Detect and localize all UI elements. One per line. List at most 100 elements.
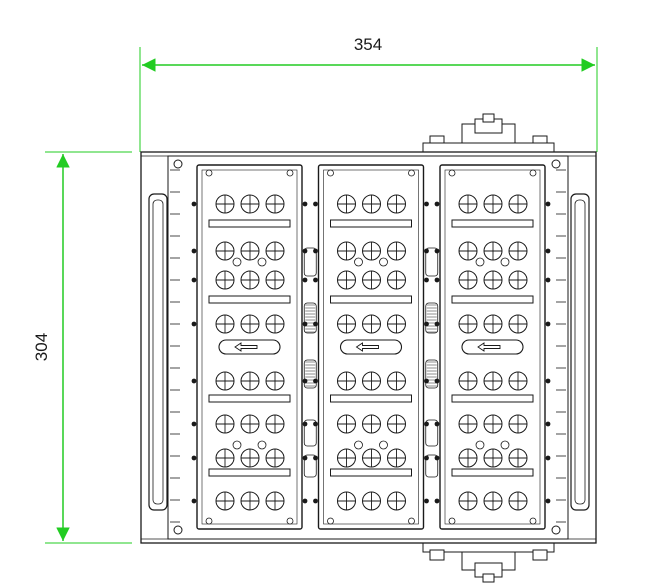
- side-dot: [302, 321, 308, 327]
- side-dot: [313, 277, 318, 283]
- vent-hole: [500, 440, 510, 450]
- height-dimension: 304: [32, 151, 132, 544]
- vent-hole: [257, 440, 267, 450]
- module-screw-icon: [205, 517, 213, 525]
- side-dot: [545, 455, 551, 461]
- side-dot: [545, 321, 551, 327]
- side-dot: [424, 277, 429, 283]
- module-screw-icon: [448, 517, 456, 525]
- side-dot: [191, 277, 197, 283]
- side-dot: [424, 421, 429, 427]
- side-dot: [434, 455, 440, 461]
- side-dot: [191, 421, 197, 427]
- height-label: 304: [32, 333, 51, 361]
- left-handle: [148, 193, 168, 511]
- side-dot: [434, 201, 440, 207]
- module-screw-icon: [327, 517, 334, 525]
- vent-hole: [354, 257, 363, 267]
- side-dot: [302, 421, 308, 427]
- led-modules: [191, 164, 551, 530]
- module-screw-icon: [529, 169, 537, 177]
- width-dimension: 354: [139, 35, 598, 152]
- side-dot: [313, 498, 318, 504]
- module-inner-frame: [444, 169, 541, 525]
- module-screw-icon: [448, 169, 456, 177]
- vent-hole: [257, 257, 267, 267]
- width-label: 354: [354, 35, 382, 54]
- lens-separator-bar: [330, 219, 412, 228]
- corner-screw-icon: [551, 525, 561, 535]
- side-dot: [424, 378, 429, 384]
- side-dot: [434, 321, 440, 327]
- lens-separator-bar: [208, 219, 291, 228]
- module-connector: [303, 302, 317, 334]
- side-dot: [424, 498, 429, 504]
- module-screw-icon: [408, 169, 415, 177]
- side-dot: [545, 378, 551, 384]
- side-dot: [191, 201, 197, 207]
- side-dot: [545, 201, 551, 207]
- lens-separator-bar: [208, 295, 291, 304]
- side-dot: [545, 248, 551, 254]
- side-dot: [434, 248, 440, 254]
- side-dot: [313, 248, 318, 254]
- bottom-mounting-bracket: [422, 542, 555, 583]
- top-mounting-bracket: [422, 113, 555, 153]
- corner-screw-icon: [173, 159, 183, 169]
- vent-hole: [475, 257, 485, 267]
- vent-hole: [475, 440, 485, 450]
- module-connector: [303, 454, 317, 478]
- module-connector: [303, 419, 317, 447]
- side-dot: [545, 498, 551, 504]
- vent-hole: [379, 257, 388, 267]
- side-dot: [424, 455, 429, 461]
- side-dot: [302, 201, 308, 207]
- led-module: [434, 164, 551, 530]
- side-dot: [302, 498, 308, 504]
- vent-hole: [500, 257, 510, 267]
- lens-separator-bar: [208, 468, 291, 477]
- side-dot: [313, 421, 318, 427]
- module-connector: [425, 454, 439, 478]
- side-dot: [302, 277, 308, 283]
- side-dot: [545, 421, 551, 427]
- side-dot: [434, 378, 440, 384]
- module-screw-icon: [529, 517, 537, 525]
- module-screw-icon: [408, 517, 415, 525]
- module-connector: [425, 419, 439, 447]
- heatsink-fins: [170, 169, 566, 523]
- lens-separator-bar: [208, 394, 291, 403]
- arrow-left-icon: [355, 342, 379, 352]
- side-dot: [545, 277, 551, 283]
- module-connector: [425, 247, 439, 277]
- side-dot: [191, 455, 197, 461]
- side-dot: [191, 321, 197, 327]
- led-module: [191, 164, 308, 530]
- lens-separator-bar: [330, 468, 412, 477]
- corner-screw-icon: [551, 159, 561, 169]
- lens-separator-bar: [451, 468, 534, 477]
- side-dot: [434, 421, 440, 427]
- lens-separator-bar: [451, 394, 534, 403]
- side-dot: [424, 248, 429, 254]
- side-dot: [302, 378, 308, 384]
- side-dot: [313, 378, 318, 384]
- module-screw-icon: [205, 169, 213, 177]
- side-dot: [434, 498, 440, 504]
- arrow-left-icon: [477, 342, 501, 352]
- module-inner-frame: [201, 169, 298, 525]
- right-handle: [570, 193, 590, 511]
- side-dot: [313, 455, 318, 461]
- side-dot: [191, 498, 197, 504]
- led-module: [313, 164, 429, 530]
- module-connector: [303, 247, 317, 277]
- vent-hole: [232, 440, 242, 450]
- arrow-left-icon: [234, 342, 258, 352]
- side-dot: [302, 248, 308, 254]
- side-dot: [424, 201, 429, 207]
- module-screw-icon: [286, 517, 294, 525]
- module-screw-icon: [286, 169, 294, 177]
- module-screw-icon: [327, 169, 334, 177]
- side-dot: [191, 378, 197, 384]
